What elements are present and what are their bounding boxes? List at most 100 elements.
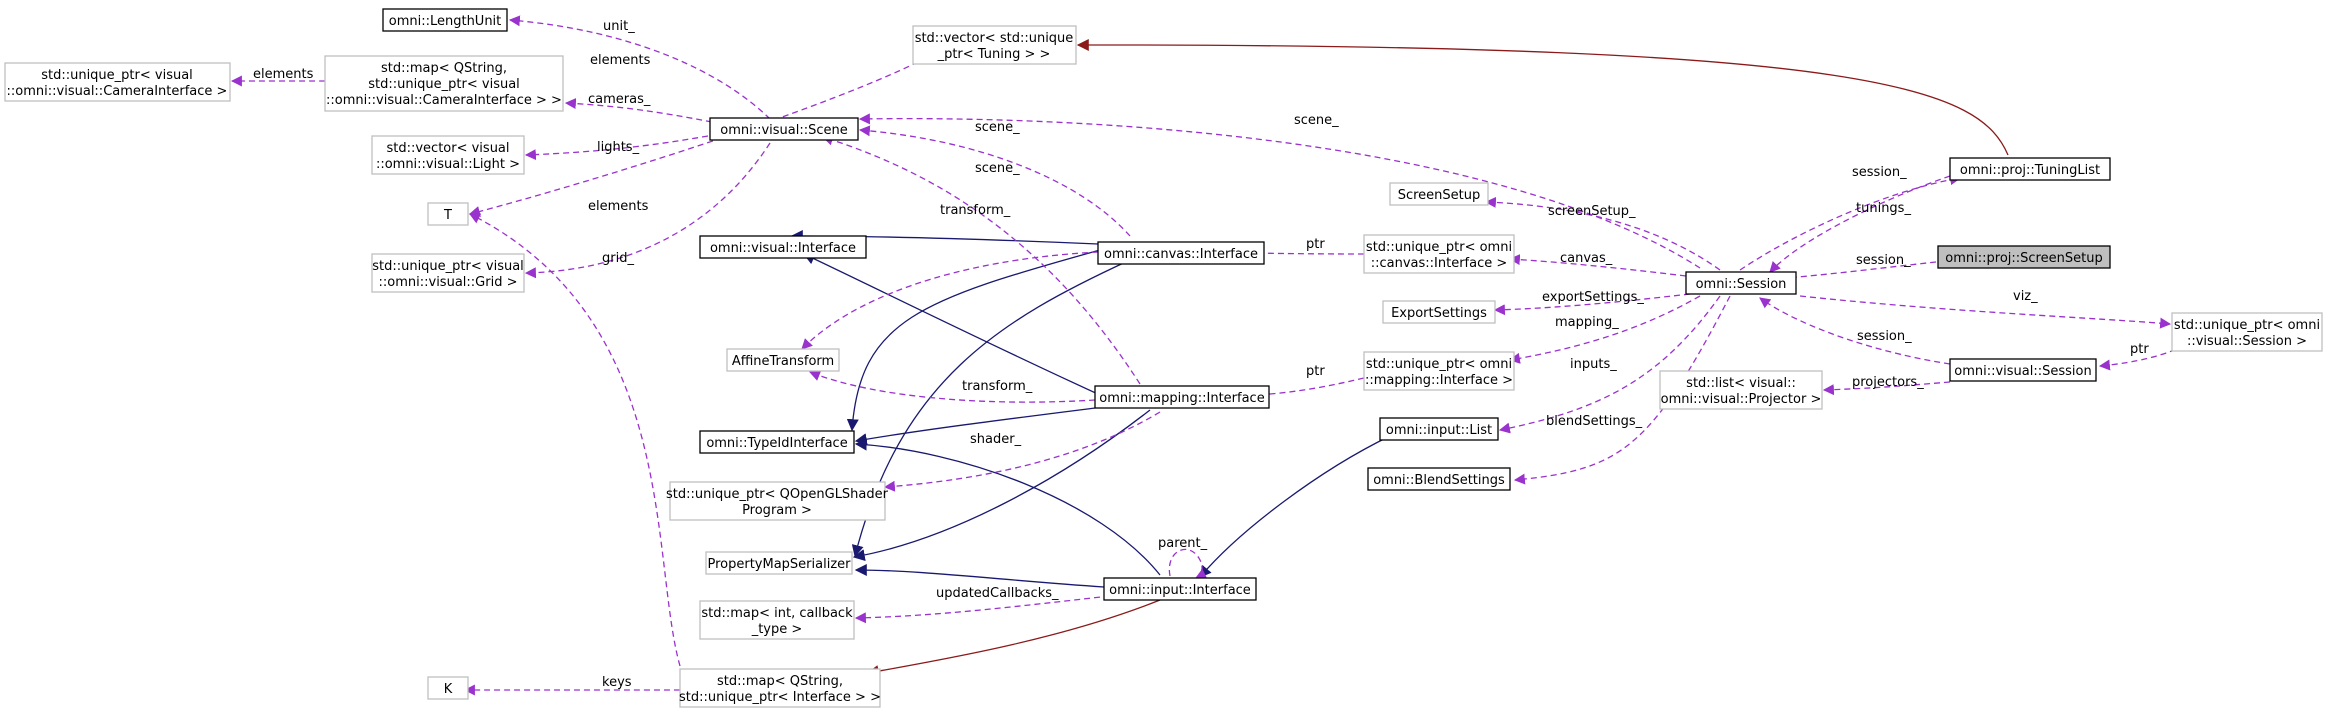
edge-unique-ptr-canvas-canvas	[1246, 247, 1365, 259]
node-vector-light[interactable]: std::vector< visual ::omni::visual::Ligh…	[371, 135, 525, 175]
node-label: omni::input::List	[1386, 423, 1492, 438]
edge-label-session-screensetup: session_	[1856, 253, 1911, 268]
node-affine-transform[interactable]: AffineTransform	[726, 348, 840, 372]
edge-label-lights: lights_	[597, 140, 640, 155]
edge-input-callback	[854, 595, 1111, 624]
edge-input-parent	[1168, 548, 1208, 579]
node-export-settings[interactable]: ExportSettings	[1382, 300, 1496, 324]
node-visual-interface[interactable]: omni::visual::Interface	[699, 235, 867, 259]
node-label-line-1: std::vector< visual	[386, 141, 509, 156]
edge-scene-length-unit	[508, 15, 771, 120]
node-label-line-2: ::omni::visual::Grid >	[379, 275, 518, 290]
node-proj-screen-setup[interactable]: omni::proj::ScreenSetup	[1937, 245, 2111, 269]
node-label-line-1: std::map< QString,	[381, 61, 507, 76]
node-vector-tuning[interactable]: std::vector< std::unique _ptr< Tuning > …	[912, 25, 1077, 65]
node-typeid-interface[interactable]: omni::TypeIdInterface	[699, 430, 855, 454]
node-label-line-1: std::unique_ptr< omni	[1366, 357, 1512, 372]
edge-vsession-session	[1759, 297, 1951, 365]
node-unique-ptr-canvas[interactable]: std::unique_ptr< omni ::canvas::Interfac…	[1363, 234, 1515, 274]
node-session[interactable]: omni::Session	[1685, 271, 1797, 295]
edge-label-updated-callbacks: updatedCallbacks_	[936, 586, 1059, 601]
node-label: T	[443, 208, 452, 223]
node-label-line-2: ::omni::visual::CameraInterface >	[7, 84, 228, 99]
edge-session-tuninglist	[1769, 175, 1951, 273]
node-unique-ptr-vsession[interactable]: std::unique_ptr< omni ::visual::Session …	[2171, 312, 2323, 352]
node-label: K	[444, 682, 453, 697]
edge-vsession-projector	[1822, 381, 1951, 396]
edge-tuninglist-session	[1739, 174, 1962, 271]
edge-label-session-tuninglist: session_	[1852, 165, 1907, 180]
edge-canvas-scene	[858, 125, 1131, 237]
edge-mapping-typeid	[854, 407, 1096, 446]
node-unique-ptr-mapping[interactable]: std::unique_ptr< omni ::mapping::Interfa…	[1363, 351, 1515, 391]
node-tuning-list[interactable]: omni::proj::TuningList	[1949, 157, 2111, 181]
edge-canvas-property-map	[851, 259, 1131, 558]
node-t[interactable]: T	[427, 202, 469, 226]
node-map-callback[interactable]: std::map< int, callback _type >	[699, 600, 855, 640]
node-blend-settings[interactable]: omni::BlendSettings	[1367, 467, 1511, 491]
node-label-line-2: omni::visual::Projector >	[1661, 392, 1822, 407]
edge-label-scene-session: scene_	[1294, 113, 1339, 128]
edge-canvas-affine	[801, 251, 1099, 350]
edge-mapping-affine	[808, 370, 1096, 403]
node-visual-session[interactable]: omni::visual::Session	[1949, 358, 2097, 382]
node-label-line-1: std::unique_ptr< QOpenGLShader	[666, 487, 889, 502]
node-input-interface[interactable]: omni::input::Interface	[1103, 577, 1257, 601]
edge-scene-map-camera	[564, 98, 713, 123]
node-label: omni::proj::ScreenSetup	[1945, 251, 2102, 266]
node-label: omni::visual::Scene	[720, 123, 848, 138]
edge-label-transform-mapping: transform_	[962, 379, 1033, 394]
node-property-map-serializer[interactable]: PropertyMapSerializer	[705, 551, 853, 575]
node-length-unit[interactable]: omni::LengthUnit	[382, 8, 508, 32]
edge-unique-ptr-mapping-mapping	[1256, 377, 1365, 400]
node-label-line-2: ::visual::Session >	[2187, 334, 2307, 349]
node-visual-scene[interactable]: omni::visual::Scene	[709, 117, 859, 141]
node-label-line-2: _ptr< Tuning > >	[937, 47, 1051, 62]
node-list-projector[interactable]: std::list< visual:: omni::visual::Projec…	[1659, 370, 1823, 410]
node-unique-ptr-grid[interactable]: std::unique_ptr< visual ::omni::visual::…	[371, 253, 525, 293]
edge-label-scene-canvas: scene_	[975, 120, 1020, 135]
edge-label-mapping: mapping_	[1555, 315, 1619, 330]
node-screen-setup-template[interactable]: ScreenSetup	[1389, 182, 1489, 206]
node-label-line-1: std::map< QString,	[717, 674, 843, 689]
node-label-line-2: ::mapping::Interface >	[1365, 373, 1513, 388]
edge-label-grid: grid_	[602, 251, 634, 266]
node-label-line-1: std::vector< std::unique	[915, 31, 1074, 46]
edge-session-scene	[858, 113, 1701, 269]
edge-label-projectors: projectors_	[1852, 375, 1924, 390]
node-label: omni::LengthUnit	[389, 14, 502, 29]
edge-label-export-settings: exportSettings_	[1542, 290, 1644, 305]
node-label-line-1: std::map< int, callback	[701, 606, 853, 621]
node-label-line-1: std::unique_ptr< visual	[41, 68, 193, 83]
edge-label-keys: keys	[602, 675, 632, 690]
edge-label-canvas: canvas_	[1560, 251, 1613, 266]
edge-label-transform-canvas: transform_	[940, 203, 1011, 218]
edge-session-unique-ptr-canvas	[1508, 254, 1687, 277]
node-unique-ptr-camera[interactable]: std::unique_ptr< visual ::omni::visual::…	[4, 62, 231, 102]
edge-label-tunings: tunings_	[1856, 201, 1911, 216]
node-unique-ptr-shader[interactable]: std::unique_ptr< QOpenGLShader Program >	[666, 481, 889, 521]
node-label: omni::BlendSettings	[1373, 473, 1505, 488]
edge-session-blend-settings	[1513, 295, 1731, 485]
edge-label-screen-setup: screenSetup_	[1548, 204, 1636, 219]
node-mapping-interface[interactable]: omni::mapping::Interface	[1094, 385, 1270, 409]
node-label: AffineTransform	[732, 354, 834, 369]
node-label: omni::input::Interface	[1109, 583, 1251, 598]
node-canvas-interface[interactable]: omni::canvas::Interface	[1097, 241, 1265, 265]
edge-label-shader: shader_	[970, 432, 1022, 447]
node-input-list[interactable]: omni::input::List	[1379, 417, 1499, 441]
node-label: omni::visual::Interface	[710, 241, 856, 256]
edge-list-input-interface	[1199, 435, 1391, 578]
node-map-camera[interactable]: std::map< QString, std::unique_ptr< visu…	[324, 55, 564, 112]
edge-session-screen-setup	[1484, 196, 1721, 271]
edge-label-session-vsession: session_	[1857, 329, 1912, 344]
node-k[interactable]: K	[427, 676, 469, 700]
edge-session-export-settings	[1493, 293, 1691, 316]
node-label-line-1: std::unique_ptr< omni	[2174, 318, 2320, 333]
node-map-keys[interactable]: std::map< QString, std::unique_ptr< Inte…	[679, 668, 881, 708]
edge-label-cameras: cameras_	[588, 92, 651, 107]
edge-label-elements-camera: elements	[253, 67, 314, 82]
edge-mapping-scene	[821, 134, 1141, 385]
node-label: omni::Session	[1696, 277, 1787, 292]
edge-map-keys-t	[469, 213, 681, 667]
